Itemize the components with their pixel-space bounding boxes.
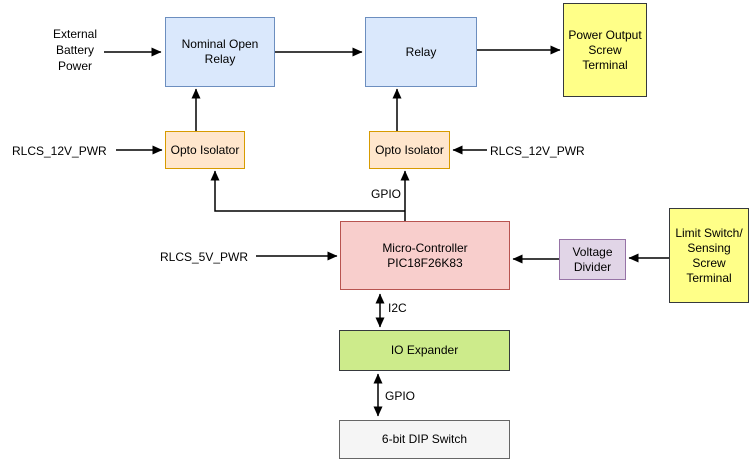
label-external-battery-power: External Battery Power — [52, 27, 98, 73]
node-label: PIC18F26K83 — [387, 255, 463, 270]
label-rlcs-12v-pwr-left: RLCS_12V_PWR — [12, 144, 107, 158]
node-label: Nominal Open — [181, 37, 259, 51]
node-micro-controller: Micro-Controller PIC18F26K83 — [340, 221, 510, 290]
wire-mcu-gpio-to-opto1 — [210, 170, 405, 212]
label-gpio-bottom: GPIO — [385, 389, 416, 403]
node-label: Micro-Controller — [382, 240, 468, 255]
node-label: IO Expander — [390, 343, 459, 357]
node-label: Screw — [692, 255, 726, 270]
label-gpio-top: GPIO — [370, 187, 401, 201]
node-opto-isolator-right: Opto Isolator — [369, 131, 450, 169]
node-label: Relay — [405, 44, 437, 59]
node-label: Divider — [573, 259, 612, 274]
node-limit-switch-screw-terminal: Limit Switch/ Sensing Screw Terminal — [669, 208, 749, 303]
node-label: Terminal — [686, 270, 732, 285]
node-label: Voltage — [572, 244, 613, 259]
node-label: Relay — [204, 52, 236, 66]
node-voltage-divider: Voltage Divider — [559, 239, 626, 280]
node-relay: Relay — [365, 17, 477, 87]
node-label: Opto Isolator — [375, 142, 444, 157]
node-io-expander: IO Expander — [339, 330, 510, 371]
node-power-output-screw-terminal: Power Output Screw Terminal — [563, 3, 647, 97]
node-label: Limit Switch/ — [675, 225, 743, 240]
label-rlcs-12v-pwr-right: RLCS_12V_PWR — [490, 144, 585, 158]
node-nominal-open-relay: Nominal Open Relay — [165, 17, 275, 87]
node-label: Terminal — [582, 57, 628, 72]
node-label: Power Output — [568, 27, 642, 42]
node-label: Opto Isolator — [170, 142, 240, 157]
node-label: 6-bit DIP Switch — [381, 432, 468, 446]
label-i2c: I2C — [388, 301, 407, 315]
node-label: Sensing — [687, 240, 731, 255]
label-rlcs-5v-pwr: RLCS_5V_PWR — [160, 250, 249, 264]
node-label: Screw — [588, 42, 622, 57]
node-opto-isolator-left: Opto Isolator — [165, 131, 245, 169]
node-dip-switch: 6-bit DIP Switch — [339, 420, 510, 459]
